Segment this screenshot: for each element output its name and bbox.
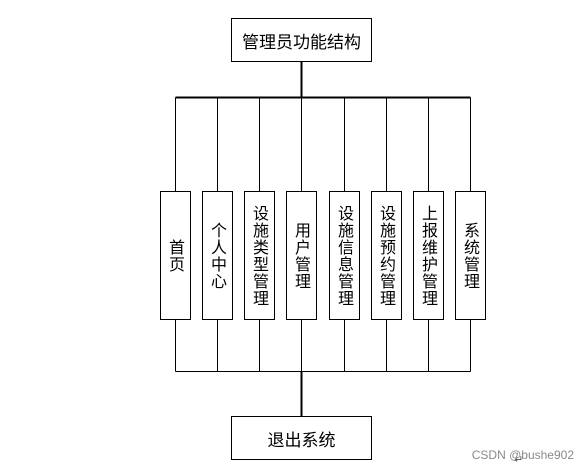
module-home: 首页	[160, 191, 191, 320]
module-label: 个人中心	[208, 221, 227, 290]
root-label: 管理员功能结构	[242, 32, 361, 53]
module-label: 用户管理	[292, 221, 311, 290]
module-user-management: 用户管理	[286, 191, 317, 320]
exit-node: 退出系统	[231, 416, 372, 460]
module-maintenance-report-management: 上报维护管理	[413, 191, 444, 320]
module-label: 设施预约管理	[377, 204, 396, 307]
module-label: 系统管理	[461, 221, 480, 290]
module-label: 设施信息管理	[335, 204, 354, 307]
module-facility-booking-management: 设施预约管理	[371, 191, 402, 320]
module-personal-center: 个人中心	[202, 191, 233, 320]
module-facility-type-management: 设施类型管理	[244, 191, 275, 320]
exit-label: 退出系统	[267, 430, 336, 451]
module-label: 上报维护管理	[419, 204, 438, 307]
root-node: 管理员功能结构	[231, 18, 372, 62]
return-arrow-icon: ↵	[514, 453, 524, 466]
module-label: 首页	[166, 238, 185, 273]
watermark: CSDN @bushe902	[471, 448, 574, 462]
module-system-management: 系统管理	[455, 191, 486, 320]
module-facility-info-management: 设施信息管理	[329, 191, 360, 320]
module-label: 设施类型管理	[250, 204, 269, 307]
